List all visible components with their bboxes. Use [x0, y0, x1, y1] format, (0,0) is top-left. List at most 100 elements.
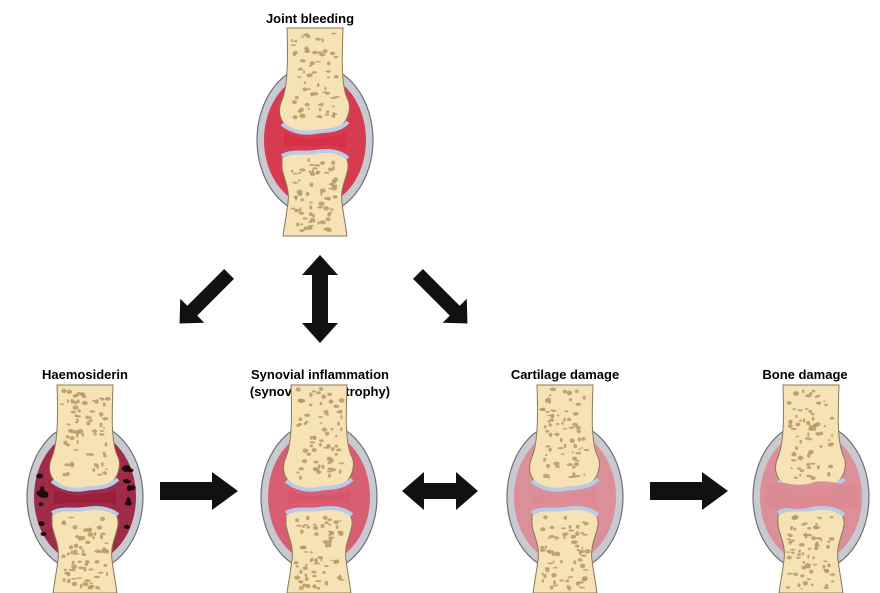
bone-pore	[800, 469, 805, 472]
bone-pore	[575, 452, 581, 455]
bone-pore	[305, 577, 309, 581]
arrow-right-haemosiderin-to-synovial	[160, 472, 238, 510]
bone-pore	[103, 402, 106, 406]
bone-pore	[296, 471, 299, 473]
bone-pore	[798, 409, 803, 411]
bone-pore	[553, 584, 558, 586]
bone-pore	[331, 428, 334, 431]
bone-pore	[550, 586, 554, 590]
bone-pore	[791, 459, 797, 461]
haemosiderin-deposit	[130, 485, 136, 490]
bone-pore	[559, 579, 564, 581]
bone-pore	[545, 454, 548, 456]
bone-pore	[831, 434, 833, 437]
bone-pore	[303, 87, 307, 91]
bone-pore	[807, 466, 812, 469]
bone-pore	[297, 76, 301, 78]
bone-pore	[329, 543, 332, 548]
bone-pore	[787, 556, 792, 560]
bone-pore	[540, 527, 545, 531]
bone-pore	[102, 417, 108, 420]
bone-pore	[313, 524, 317, 526]
bone-pore	[803, 418, 805, 423]
bone-pore	[310, 183, 314, 187]
bone-pore	[795, 422, 800, 426]
bone-pore	[582, 569, 588, 571]
bone-pore	[291, 170, 293, 173]
bone-pore	[89, 585, 95, 588]
bone-pore	[549, 394, 552, 396]
bone-pore	[790, 527, 792, 530]
bone-pore	[814, 426, 816, 431]
bone-pore	[581, 554, 587, 556]
bone-pore	[550, 526, 555, 529]
bone-pore	[97, 587, 100, 589]
bone-pore	[86, 421, 90, 425]
bone-pore	[583, 522, 588, 526]
bone-pore	[105, 542, 109, 544]
bone-pore	[568, 525, 571, 529]
bone-pore	[99, 412, 104, 417]
bone-pore	[540, 546, 544, 548]
bone-pore	[299, 107, 304, 111]
bone-pore	[542, 572, 544, 575]
bone-pore	[294, 576, 300, 580]
bone-pore	[572, 466, 576, 469]
bone-pore	[105, 442, 108, 446]
bone-pore	[583, 449, 589, 451]
bone-pore	[320, 161, 325, 165]
bone-pore	[320, 220, 326, 224]
bone-pore	[806, 421, 810, 425]
bone-pore	[339, 398, 345, 402]
bone-pore	[557, 414, 560, 416]
bone-pore	[327, 61, 330, 65]
bone-pore	[329, 532, 334, 534]
bone-pore	[309, 445, 313, 448]
bone-pore	[309, 201, 313, 203]
bone-pore	[794, 477, 798, 479]
bone-pore	[579, 551, 582, 555]
bone-pore	[102, 547, 107, 551]
bone-pore	[299, 207, 301, 212]
bone-pore	[332, 179, 337, 183]
bone-pore	[318, 104, 321, 106]
bone-pore	[572, 451, 574, 453]
bone-pore	[83, 528, 88, 532]
bone-pore	[315, 61, 320, 63]
bone-pore	[324, 86, 326, 90]
bone-pore	[67, 399, 69, 403]
bone-pore	[298, 172, 301, 174]
bone-pore	[552, 551, 554, 553]
bone-pore	[801, 588, 803, 590]
bone-pore	[795, 446, 798, 450]
bone-pore	[328, 458, 334, 462]
bone-pore	[829, 537, 835, 541]
bone-pore	[568, 577, 570, 579]
bone-pore	[565, 580, 569, 583]
haemosiderin-deposit	[125, 501, 132, 505]
bone-pore	[85, 415, 88, 419]
bone-pore	[568, 476, 574, 478]
bone-pore	[808, 427, 814, 431]
bone-pore	[816, 402, 821, 404]
bone-pore	[800, 574, 804, 577]
bone-pore	[328, 167, 334, 171]
bone-pore	[317, 556, 323, 559]
bone-pore	[303, 70, 305, 73]
bone-pore	[326, 110, 329, 113]
haemosiderin-deposit	[124, 525, 130, 529]
arrow-right-cartilage-to-bone	[650, 472, 728, 510]
bone-pore	[553, 567, 557, 569]
bone-pore	[73, 394, 78, 398]
bone-pore	[312, 214, 315, 217]
haemosiderin-deposit	[38, 521, 44, 526]
bone-pore	[315, 38, 321, 41]
bone-pore	[94, 463, 97, 467]
bone-pore	[103, 427, 105, 429]
bone-pore	[60, 403, 64, 405]
bone-pore	[84, 579, 90, 582]
bone-pore	[69, 545, 73, 549]
bone-pore	[802, 552, 804, 556]
bone-pore	[323, 516, 328, 520]
bone-pore	[92, 429, 97, 433]
